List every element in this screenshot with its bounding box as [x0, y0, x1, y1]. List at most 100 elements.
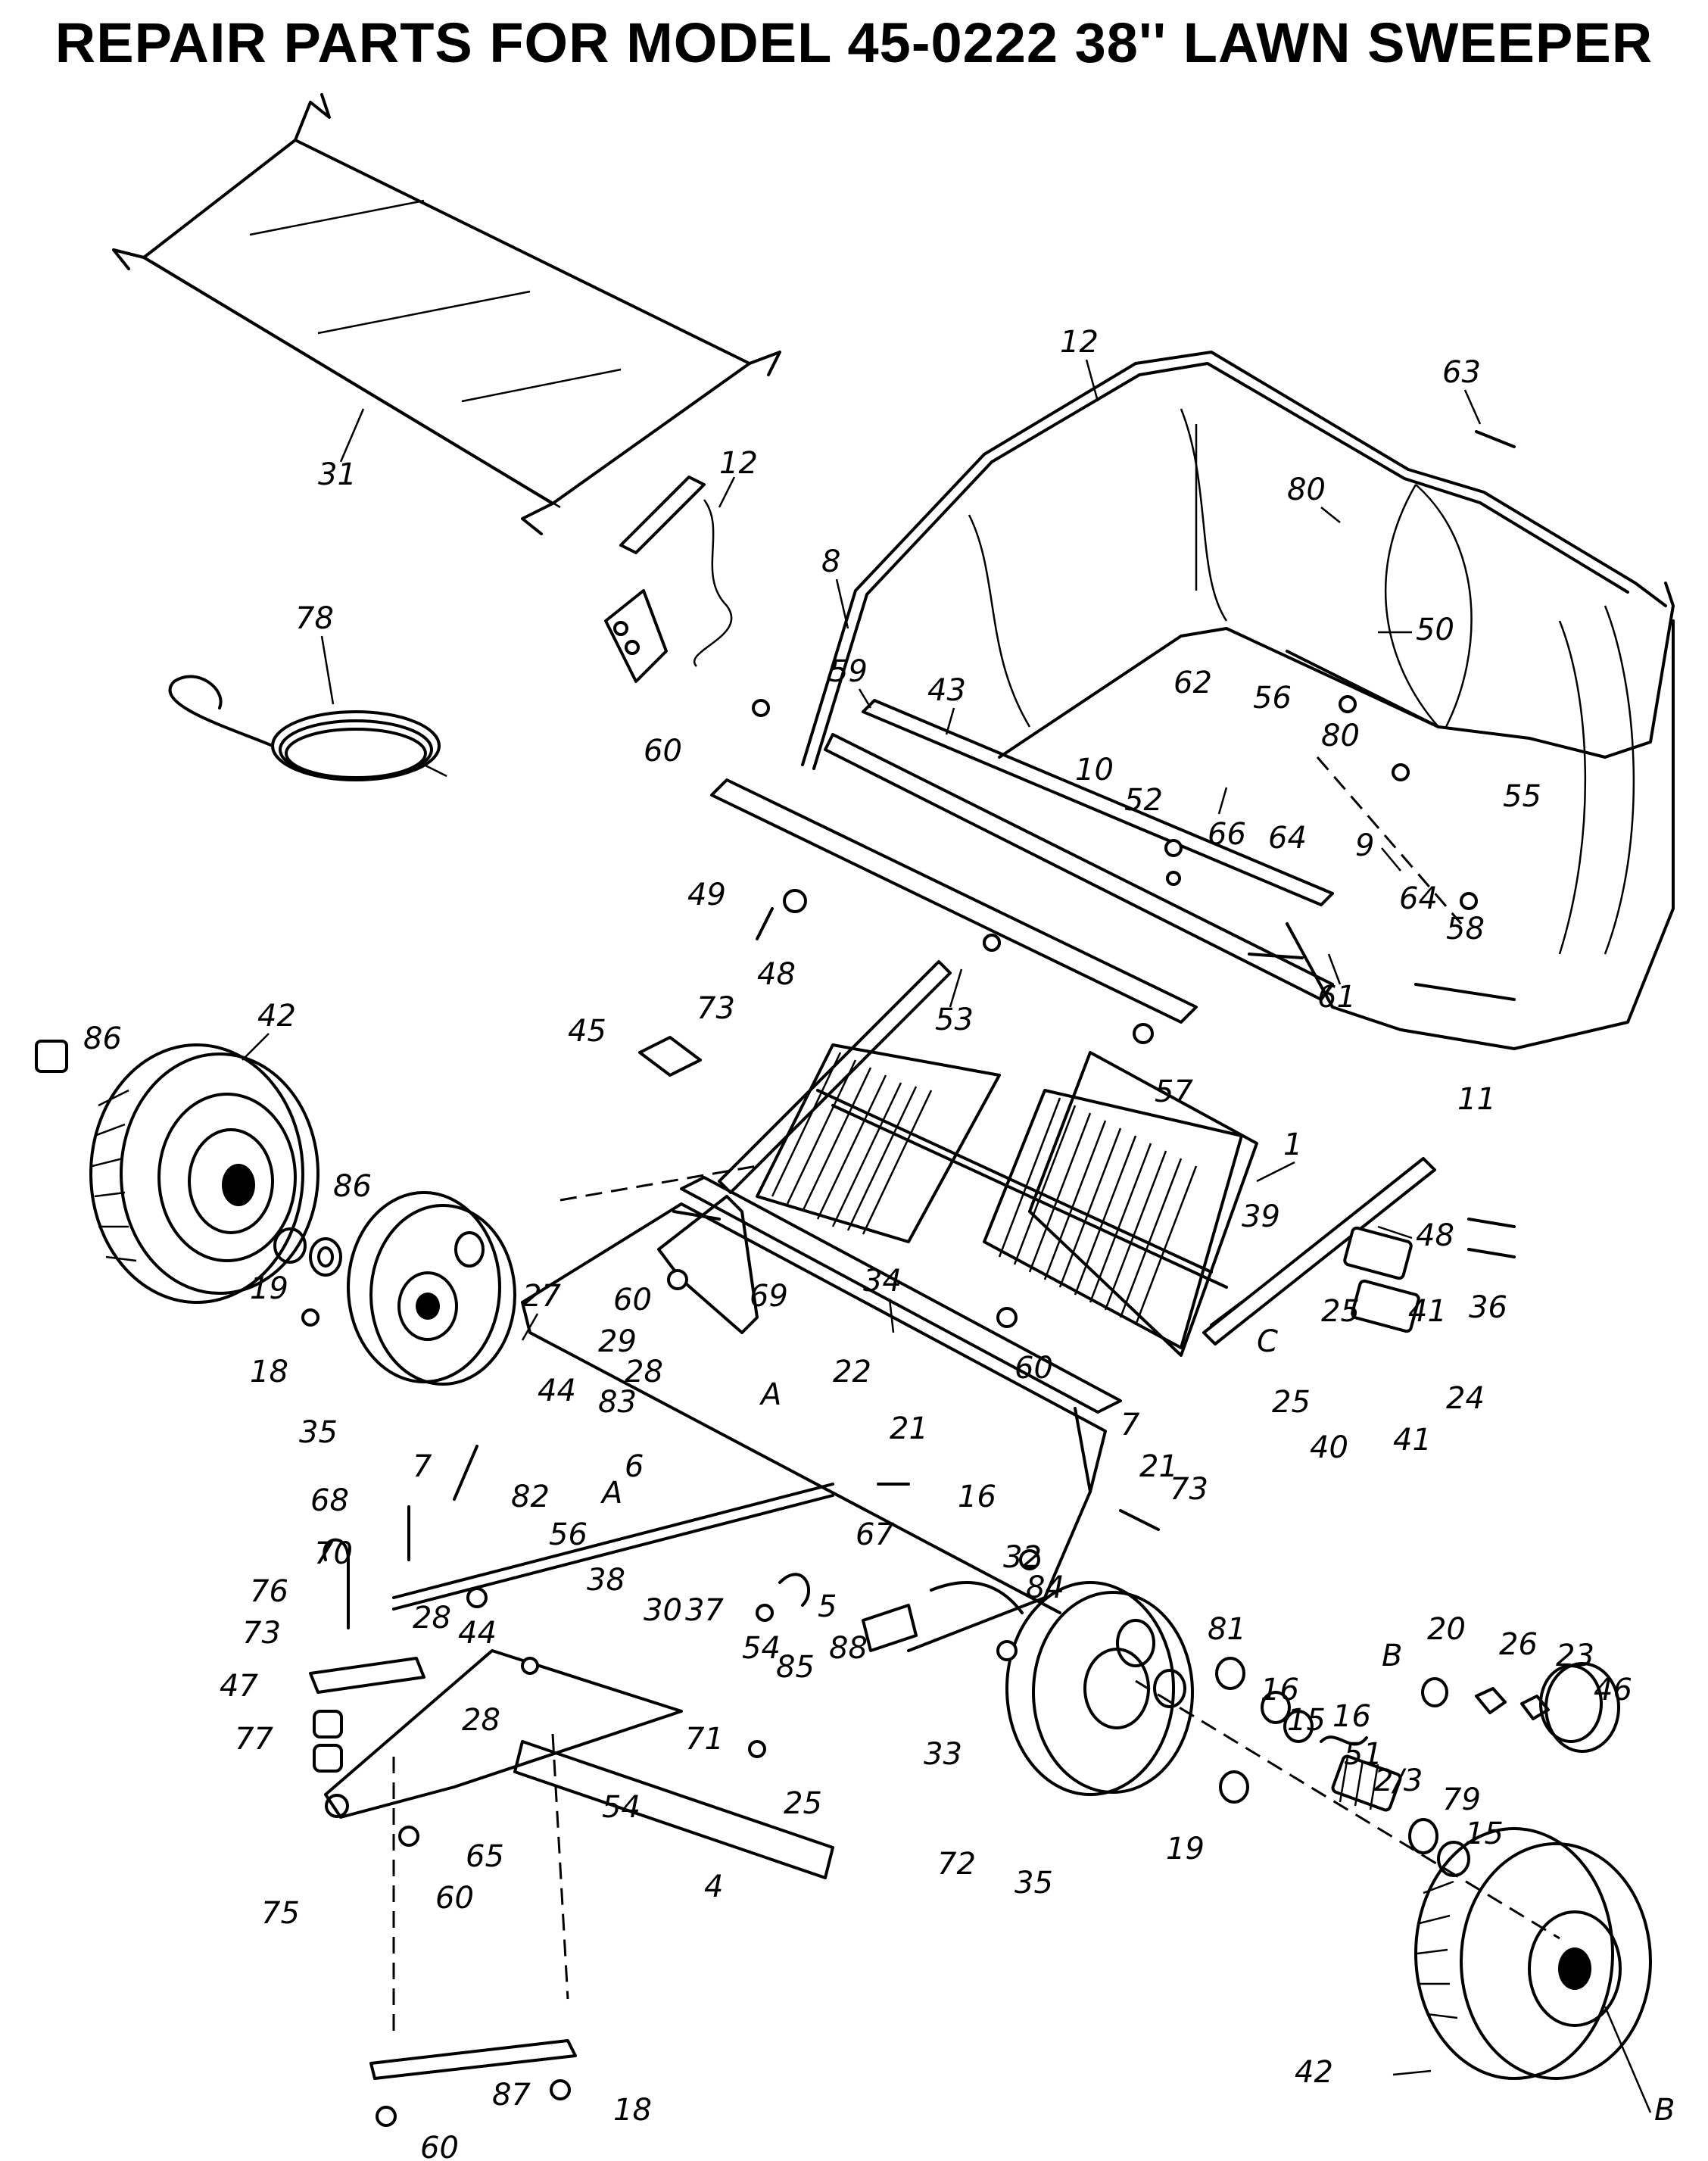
callout-5: 5 [818, 1589, 837, 1624]
hopper-assembly [801, 351, 1675, 1050]
callout-29: 29 [598, 1324, 637, 1359]
callout-47: 47 [220, 1669, 258, 1704]
callout-83: 83 [598, 1385, 637, 1420]
left-wheel [89, 1043, 319, 1304]
callout-45: 45 [568, 1014, 606, 1049]
left-drive-disc [347, 1191, 516, 1386]
side-links [718, 960, 1436, 1346]
callout-16: 16 [958, 1480, 996, 1514]
callout-57: 57 [1155, 1074, 1193, 1109]
callout-42: 42 [257, 999, 296, 1034]
callout-67: 67 [856, 1517, 894, 1552]
callout-73: 73 [1170, 1472, 1208, 1507]
brush-assembly [756, 1043, 1258, 1357]
callout-6: 6 [625, 1449, 644, 1484]
callout-66: 66 [1208, 817, 1246, 852]
callout-4: 4 [704, 1869, 723, 1904]
callout-11: 11 [1457, 1082, 1496, 1117]
callout-40: 40 [1310, 1430, 1348, 1465]
callout-38: 38 [587, 1563, 625, 1598]
rope-coil [168, 675, 447, 781]
callout-26: 26 [1499, 1627, 1538, 1662]
callout-B: B [1654, 2093, 1675, 2128]
callout-84: 84 [1026, 1570, 1064, 1605]
callout-52: 52 [1124, 783, 1163, 818]
callout-81: 81 [1208, 1612, 1246, 1647]
callout-41: 41 [1393, 1423, 1432, 1458]
callout-10: 10 [1075, 753, 1114, 787]
page-title: REPAIR PARTS FOR MODEL 45-0222 38'' LAWN… [55, 11, 1653, 74]
callout-35: 35 [299, 1415, 338, 1450]
callout-15: 15 [1465, 1816, 1504, 1851]
callout-16: 16 [1332, 1699, 1371, 1734]
callout-68: 68 [310, 1483, 349, 1518]
callout-49: 49 [687, 878, 726, 912]
callout-23: 23 [1556, 1639, 1594, 1673]
callout-34: 34 [863, 1264, 902, 1299]
callout-18: 18 [250, 1355, 288, 1389]
callout-C: C [1257, 1324, 1278, 1359]
right-drive-disc [1005, 1581, 1194, 1796]
callout-69: 69 [750, 1279, 788, 1314]
callout-8: 8 [821, 544, 840, 579]
callout-63: 63 [1442, 355, 1481, 390]
callout-60: 60 [644, 734, 682, 769]
callout-28: 28 [625, 1355, 663, 1389]
callout-50: 50 [1416, 613, 1454, 647]
callout-76: 76 [250, 1574, 288, 1609]
callout-31: 31 [318, 457, 357, 492]
callout-18: 18 [613, 2093, 652, 2128]
callout-54: 54 [742, 1631, 781, 1666]
callout-44: 44 [538, 1374, 576, 1408]
pinion-gear [1215, 1657, 1550, 1877]
callout-60: 60 [613, 1283, 652, 1317]
callout-77: 77 [235, 1722, 273, 1757]
callout-60: 60 [1015, 1351, 1053, 1386]
hopper-cover [112, 93, 781, 535]
callout-32: 32 [1003, 1540, 1042, 1575]
callout-24: 24 [1446, 1381, 1485, 1416]
callout-59: 59 [829, 654, 868, 689]
leader-lines [242, 359, 1652, 2113]
callout-65: 65 [466, 1839, 504, 1874]
callout-22: 22 [833, 1355, 871, 1389]
callout-72: 72 [937, 1847, 976, 1882]
callout-79: 79 [1442, 1782, 1481, 1817]
hardware [301, 430, 1516, 2127]
callout-42: 42 [1295, 2055, 1333, 2090]
callout-25: 25 [1321, 1294, 1360, 1329]
callout-56: 56 [549, 1517, 588, 1552]
callout-85: 85 [776, 1650, 815, 1685]
callout-80: 80 [1321, 719, 1360, 753]
callout-41: 41 [1408, 1294, 1447, 1329]
callout-15: 15 [1287, 1703, 1326, 1738]
right-wheel [1414, 1827, 1652, 2080]
callout-25: 25 [784, 1786, 822, 1821]
callout-19: 19 [250, 1271, 288, 1306]
callout-A: A [759, 1377, 781, 1412]
callout-30: 30 [644, 1593, 682, 1628]
callout-44: 44 [458, 1616, 497, 1651]
callout-43: 43 [927, 673, 966, 708]
callout-82: 82 [511, 1480, 550, 1514]
callout-71: 71 [685, 1722, 724, 1757]
callout-64: 64 [1399, 881, 1438, 916]
callout-70: 70 [314, 1536, 353, 1571]
callout-39: 39 [1242, 1199, 1280, 1234]
callout-46: 46 [1594, 1673, 1632, 1707]
callout-9: 9 [1355, 828, 1374, 863]
callout-B: B [1382, 1639, 1402, 1673]
callout-60: 60 [420, 2131, 459, 2161]
callout-12: 12 [1060, 325, 1099, 360]
callout-35: 35 [1015, 1866, 1053, 1901]
axle-centerline [1135, 1679, 1560, 1940]
callout-73: 73 [697, 991, 735, 1026]
callout-56: 56 [1253, 681, 1292, 716]
callout-27: 27 [522, 1279, 561, 1314]
washer-19-left [309, 1237, 342, 1277]
callout-55: 55 [1503, 779, 1541, 814]
callout-16: 16 [1261, 1673, 1299, 1707]
axle-frame [521, 1165, 1122, 1652]
callout-21: 21 [1139, 1449, 1178, 1484]
